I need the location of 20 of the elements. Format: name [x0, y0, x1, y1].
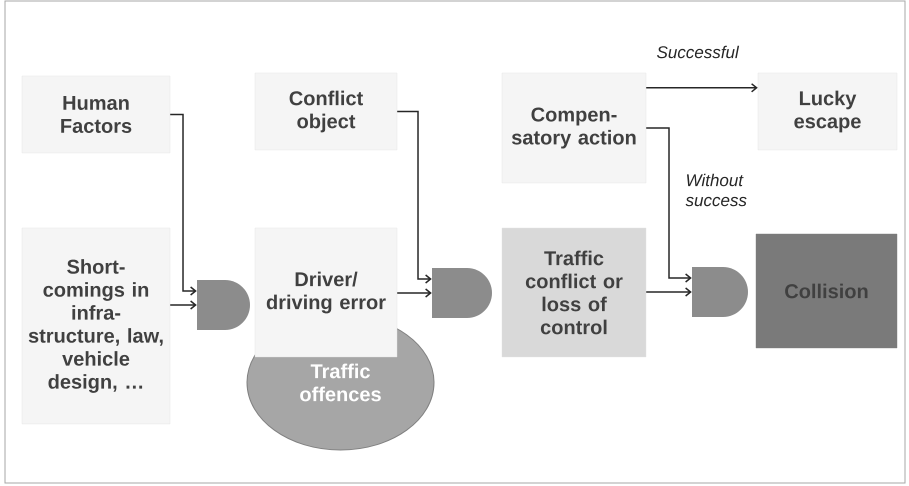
- factor-box: Short- comings in infra- structure, law, vehicle design, …: [22, 228, 170, 424]
- arrow: [397, 288, 432, 298]
- factor-box: Human Factors: [22, 76, 170, 154]
- edge-label: Successful: [657, 46, 740, 58]
- arrow: [646, 127, 692, 283]
- arrow: [170, 114, 197, 296]
- arrow: [170, 300, 197, 310]
- action-box: Compen- satory action: [502, 72, 646, 184]
- arrow: [646, 287, 692, 297]
- factor-box: Conflict object: [254, 72, 398, 150]
- error-box: Driver/ driving error: [254, 228, 398, 358]
- outcome-box: Lucky escape: [758, 72, 898, 150]
- and-gate: [197, 280, 250, 330]
- edge-label: Without success: [686, 174, 747, 206]
- conflict-box: Traffic conflict or loss of control: [502, 228, 646, 358]
- and-gate: [432, 268, 492, 318]
- arrow: [397, 110, 432, 284]
- and-gate: [692, 266, 748, 317]
- arrow: [646, 83, 758, 92]
- outcome-box: Collision: [756, 234, 898, 348]
